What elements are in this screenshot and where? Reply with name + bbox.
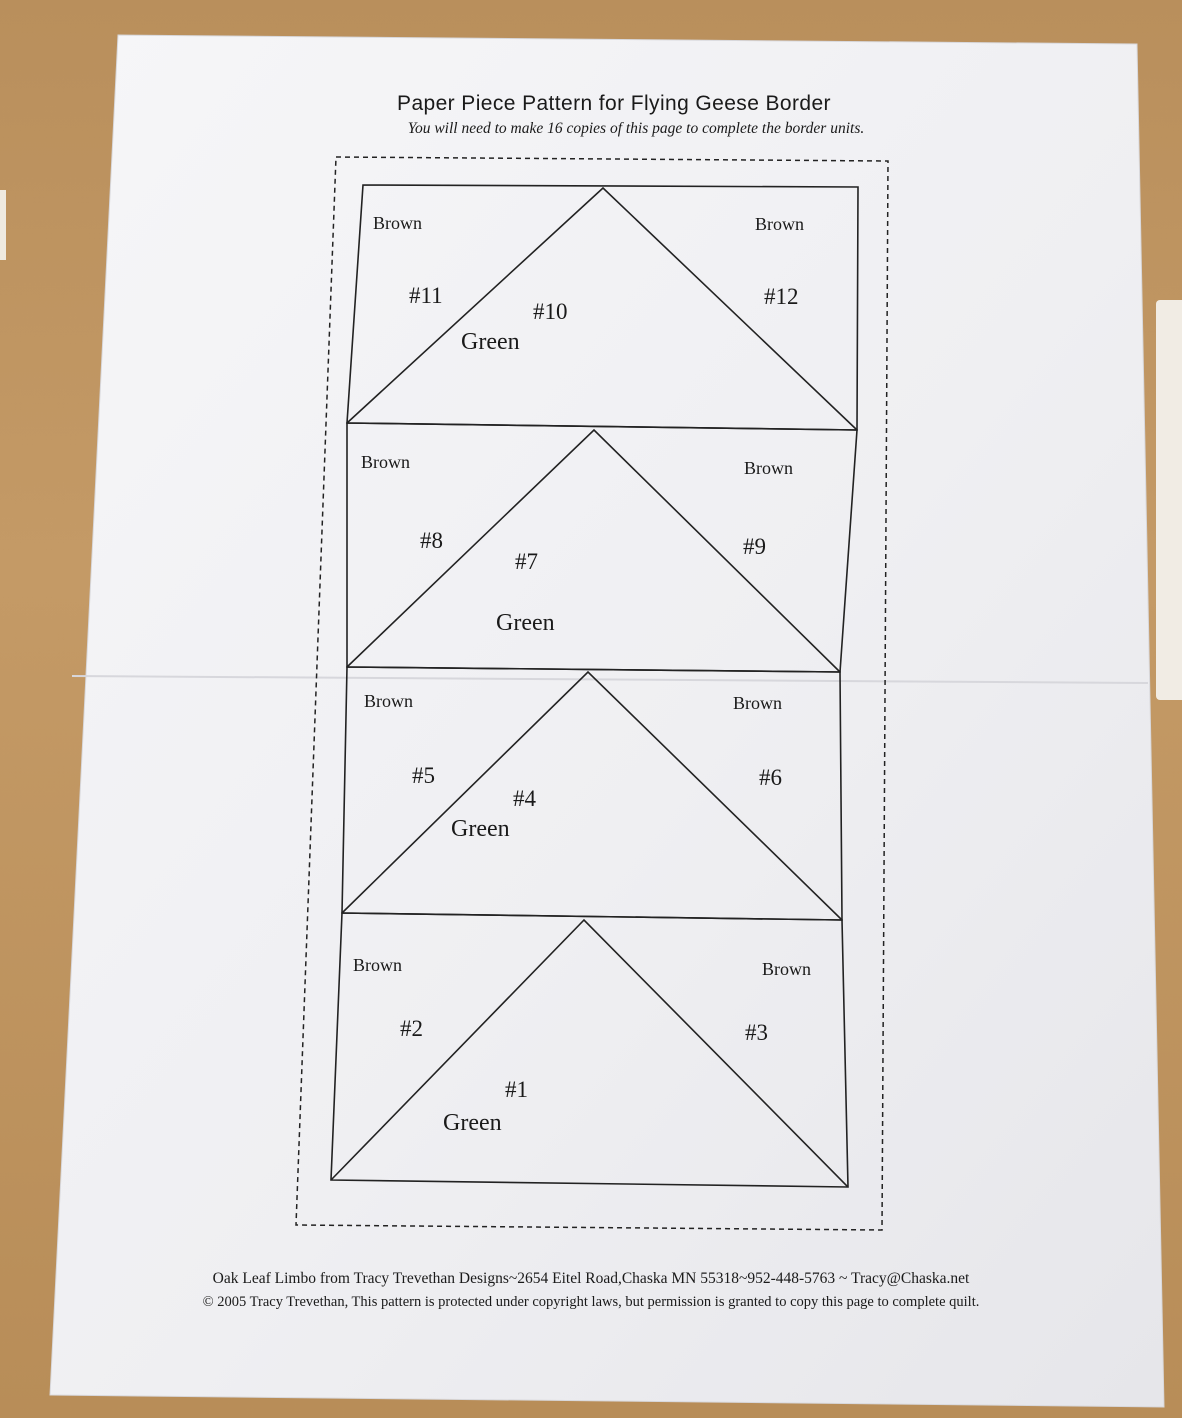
paper-outline: [49, 34, 1165, 1408]
paper-fold: [71, 675, 1149, 684]
block-second-center-color: Green: [496, 610, 555, 636]
dashed-cut-line: [295, 156, 889, 1231]
block-bottom-right-piece: #3: [745, 1020, 768, 1045]
block-second-right-color: Brown: [744, 458, 793, 478]
block-bottom: [330, 912, 849, 1188]
paper-scrap-left: [0, 190, 6, 260]
block-top-left-piece: #11: [409, 283, 443, 308]
footer-contact-line: Oak Leaf Limbo from Tracy Trevethan Desi…: [212, 1270, 970, 1287]
block-third-right-color: Brown: [733, 693, 782, 713]
block-second-right-piece: #9: [743, 534, 766, 559]
block-top-center-piece: #10: [533, 299, 568, 324]
copy-instructions: You will need to make 16 copies of this …: [407, 120, 865, 137]
block-bottom-center-piece: #1: [505, 1077, 528, 1102]
paper-scrap-right: [1156, 300, 1182, 700]
pattern-title: Paper Piece Pattern for Flying Geese Bor…: [397, 92, 831, 115]
block-second-center-piece: #7: [515, 549, 538, 574]
block-third-left-color: Brown: [364, 691, 413, 711]
block-bottom-left-color: Brown: [353, 955, 402, 975]
block-bottom-center-color: Green: [443, 1110, 502, 1136]
block-third-center-color: Green: [451, 816, 510, 842]
block-top-left-color: Brown: [373, 213, 422, 233]
block-top-right-piece: #12: [764, 284, 799, 309]
block-third-center-piece: #4: [513, 786, 536, 811]
block-third-left-piece: #5: [412, 763, 435, 788]
block-second-left-piece: #8: [420, 528, 443, 553]
block-second-left-color: Brown: [361, 452, 410, 472]
block-third-right-piece: #6: [759, 765, 782, 790]
block-bottom-right-color: Brown: [762, 959, 811, 979]
block-bottom-left-piece: #2: [400, 1016, 423, 1041]
block-top-center-color: Green: [461, 329, 520, 355]
footer-copyright-line: © 2005 Tracy Trevethan, This pattern is …: [202, 1294, 980, 1310]
block-top-right-color: Brown: [755, 214, 804, 234]
